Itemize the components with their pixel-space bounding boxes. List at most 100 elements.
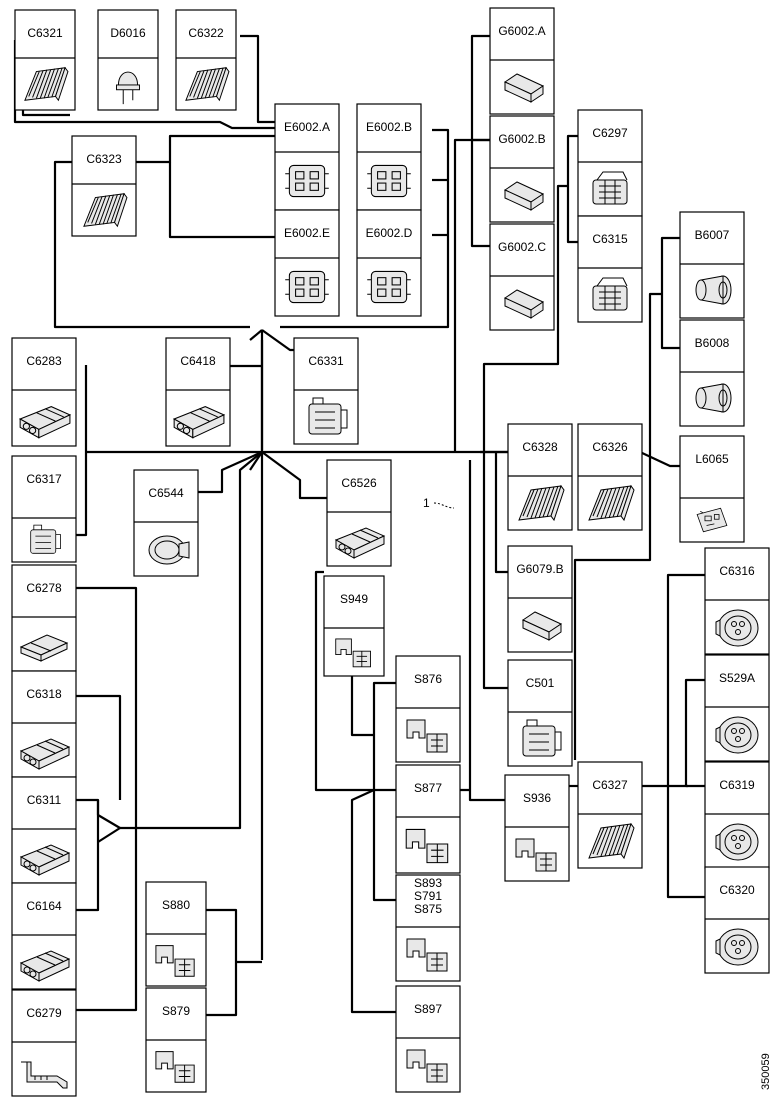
component-box <box>679 435 745 543</box>
component-c501: C501 <box>507 659 573 767</box>
component-label: C6297 <box>592 126 628 140</box>
component-label: C6327 <box>592 778 628 792</box>
component-s897: S897 <box>395 985 461 1093</box>
component-c6279: C6279 <box>11 989 77 1097</box>
component-c6283: C6283 <box>11 337 77 447</box>
component-s880: S880 <box>145 881 207 987</box>
component-e6002-b: E6002.B <box>356 103 422 211</box>
component-label: G6002.B <box>498 132 545 146</box>
component-g6079-b: G6079.B <box>507 545 573 653</box>
component-label: C501 <box>526 676 555 690</box>
cylinder-sensor-icon <box>695 383 732 413</box>
component-c6164: C6164 <box>11 882 77 990</box>
component-label: C6311 <box>27 793 62 807</box>
square-socket-icon <box>366 270 412 304</box>
component-label: C6544 <box>148 486 184 500</box>
component-s876: S876 <box>395 655 461 763</box>
component-label: C6316 <box>719 564 755 578</box>
component-box <box>507 423 573 531</box>
component-c6331: C6331 <box>293 337 359 445</box>
component-box <box>97 9 159 111</box>
component-c6319: C6319 <box>704 761 770 869</box>
component-e6002-a: E6002.A <box>274 103 340 211</box>
component-g6002-c: G6002.C <box>489 223 555 331</box>
component-label: C6279 <box>26 1006 62 1020</box>
component-g6002-b: G6002.B <box>489 115 555 223</box>
component-label: C6318 <box>26 687 62 701</box>
component-label: C6328 <box>522 440 558 454</box>
component-label: E6002.A <box>284 120 330 134</box>
component-c6297: C6297 <box>577 109 643 217</box>
component-c6321: C6321 <box>14 9 76 111</box>
component-c6544: C6544 <box>133 469 199 577</box>
component-label: C6321 <box>27 26 63 40</box>
component-label: C6317 <box>26 472 62 486</box>
component-label: C6418 <box>180 354 216 368</box>
component-c6526: C6526 <box>326 459 392 567</box>
component-s949: S949 <box>323 575 385 677</box>
component-label: C6315 <box>592 232 628 246</box>
component-label: E6002.D <box>366 226 413 240</box>
component-c6326: C6326 <box>577 423 643 531</box>
component-c6320: C6320 <box>704 866 770 974</box>
component-c6278: C6278 <box>11 564 77 672</box>
component-label: C6164 <box>26 899 62 913</box>
component-s877: S877 <box>395 764 461 874</box>
component-l6065: L6065 <box>679 435 745 543</box>
component-c6328: C6328 <box>507 423 573 531</box>
component-label: C6323 <box>86 152 122 166</box>
component-label: S876 <box>414 672 442 686</box>
component-label: C6320 <box>719 883 755 897</box>
component-e6002-d: E6002.D <box>356 209 422 317</box>
component-label: S529A <box>719 671 755 685</box>
cylinder-sensor-icon <box>695 275 732 305</box>
callout-marker: 1 <box>423 496 455 510</box>
wire-harness <box>13 34 705 1017</box>
component-s529a: S529A <box>704 654 770 762</box>
component-c6316: C6316 <box>704 547 770 655</box>
component-label: D6016 <box>110 26 146 40</box>
component-label: S877 <box>414 781 442 795</box>
component-label: L6065 <box>695 452 729 466</box>
component-label: S936 <box>523 791 551 805</box>
component-s879: S879 <box>145 987 207 1093</box>
component-label: S897 <box>414 1002 442 1016</box>
component-e6002-e: E6002.E <box>274 209 340 317</box>
square-socket-icon <box>366 164 412 198</box>
component-label: S879 <box>162 1004 190 1018</box>
component-label: S949 <box>340 592 368 606</box>
component-label: C6283 <box>26 354 62 368</box>
figure-id: 350059 <box>760 1053 772 1090</box>
component-label: C6526 <box>341 476 377 490</box>
component-label: C6331 <box>308 354 344 368</box>
component-b6007: B6007 <box>679 211 745 319</box>
component-label: G6002.C <box>498 240 546 254</box>
component-c6327: C6327 <box>577 761 643 869</box>
component-c6317: C6317 <box>11 455 77 563</box>
component-b6008: B6008 <box>679 319 745 427</box>
component-c6311: C6311 <box>11 776 77 884</box>
component-label: E6002.E <box>284 226 330 240</box>
component-label: E6002.B <box>366 120 412 134</box>
component-c6315: C6315 <box>577 215 643 323</box>
component-label: C6319 <box>719 778 755 792</box>
component-c6322: C6322 <box>175 9 237 111</box>
component-label: B6008 <box>695 336 730 350</box>
component-label: G6002.A <box>498 24 545 38</box>
component-label: C6322 <box>188 26 224 40</box>
square-socket-icon <box>284 164 330 198</box>
component-c6418: C6418 <box>165 337 231 447</box>
component-label: B6007 <box>695 228 730 242</box>
component-label: C6278 <box>26 581 62 595</box>
component-d6016: D6016 <box>97 9 159 111</box>
component-g6002-a: G6002.A <box>489 7 555 115</box>
component-s936: S936 <box>504 774 570 882</box>
component-label: G6079.B <box>516 562 563 576</box>
component-label: C6326 <box>592 440 628 454</box>
component-label: S880 <box>162 898 190 912</box>
component-c6323: C6323 <box>71 135 137 237</box>
component-c6318: C6318 <box>11 670 77 778</box>
